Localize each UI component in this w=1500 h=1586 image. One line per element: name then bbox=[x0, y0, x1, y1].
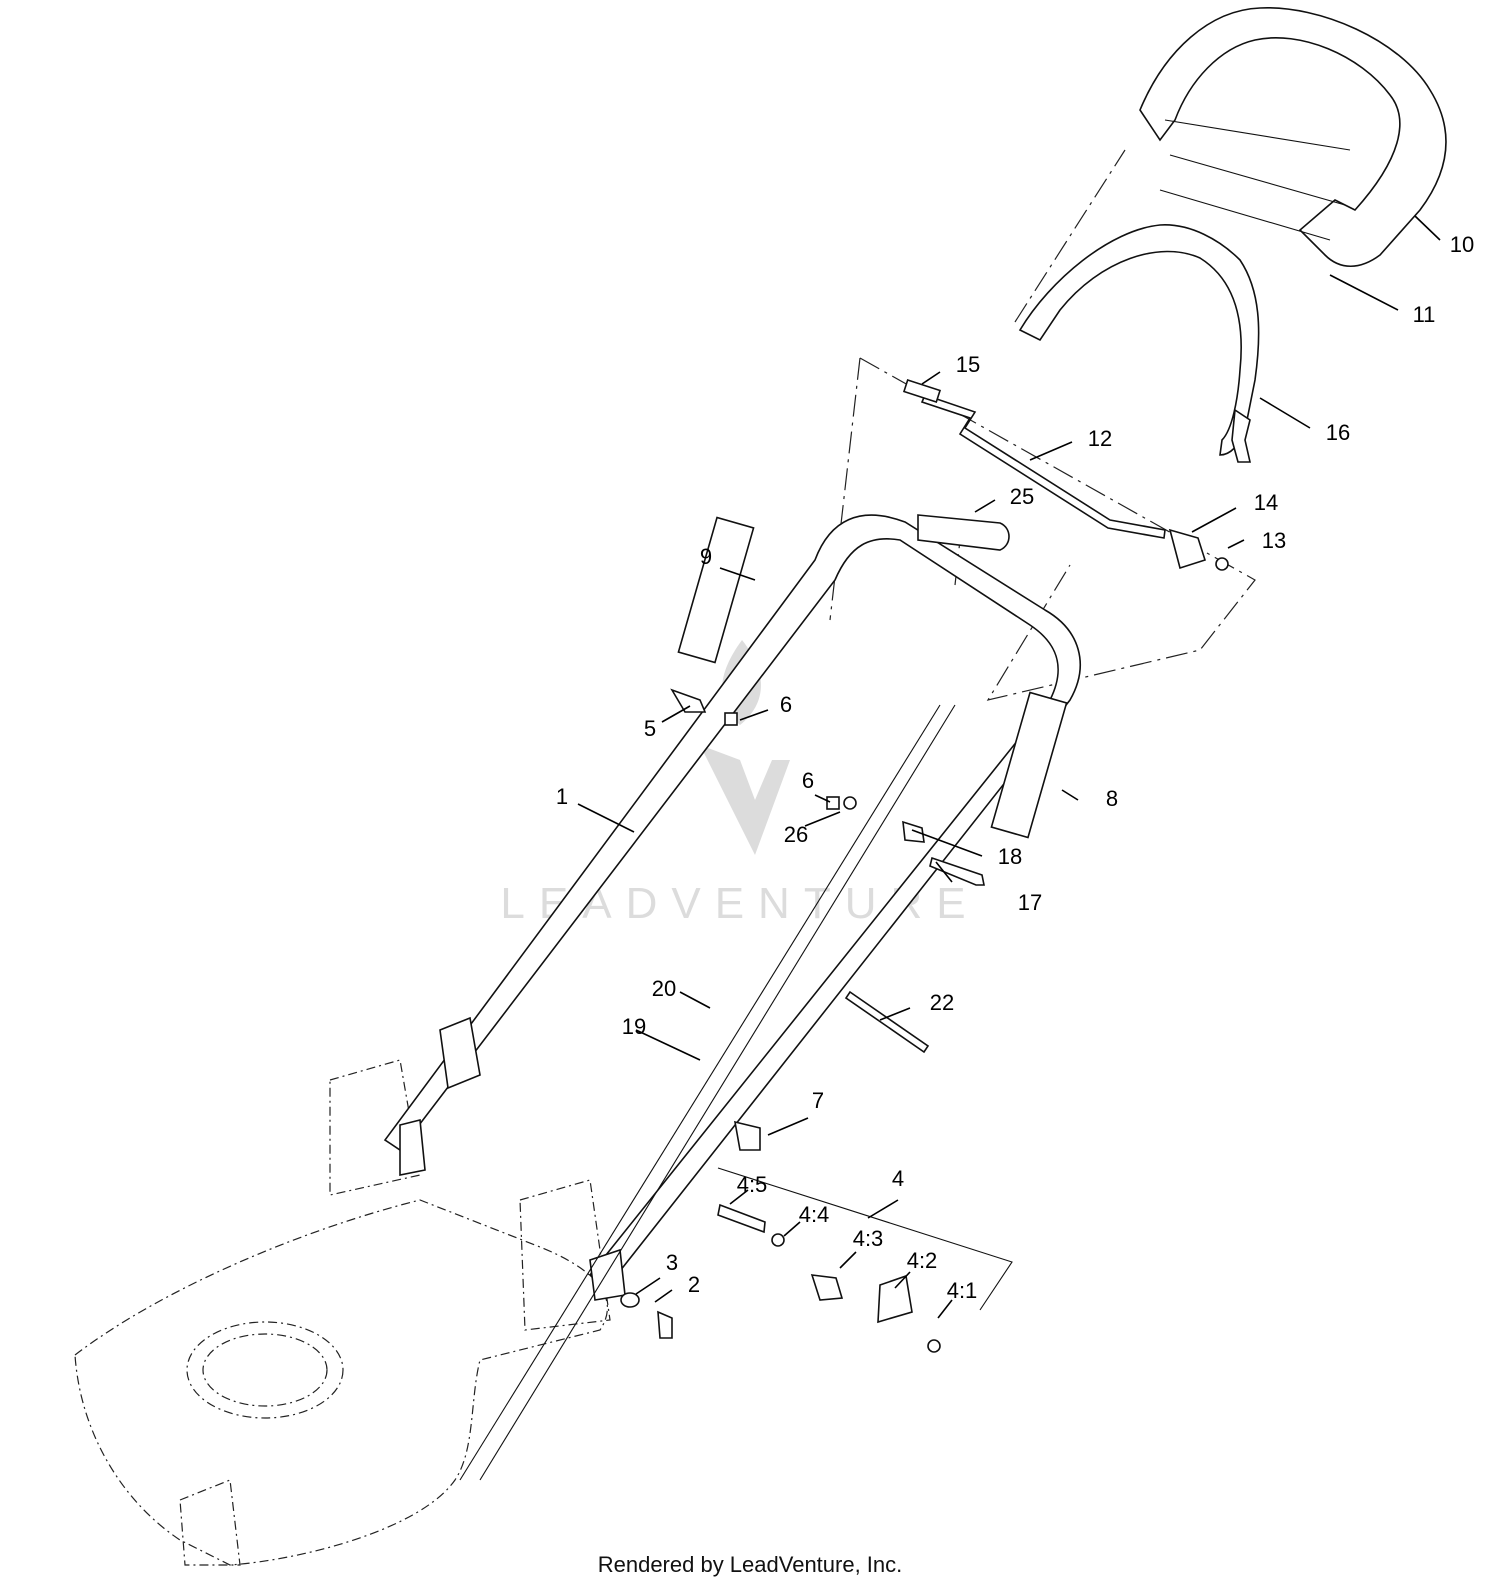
mower-deck bbox=[74, 1059, 611, 1566]
part-15-spring bbox=[902, 379, 942, 403]
part-12-control-rod bbox=[920, 394, 1166, 539]
callout-4-4: 4:4 bbox=[799, 1202, 830, 1227]
part-19-cable bbox=[479, 704, 956, 1481]
part-4-bracket-line bbox=[717, 1167, 1013, 1311]
callout-7: 7 bbox=[812, 1088, 824, 1113]
callout-12: 12 bbox=[1088, 426, 1112, 451]
callout-9: 9 bbox=[700, 544, 712, 569]
part-16-bail-lower bbox=[1231, 408, 1252, 463]
part-10-upper-handle bbox=[1139, 7, 1447, 267]
part-4-5-pin bbox=[717, 1203, 766, 1234]
callout-6-lower: 6 bbox=[802, 768, 814, 793]
leader-lines bbox=[577, 215, 1441, 1319]
callout-17: 17 bbox=[1018, 890, 1042, 915]
callout-4-2: 4:2 bbox=[907, 1248, 938, 1273]
part-17-bolt bbox=[929, 856, 985, 886]
part-11-bail-wire bbox=[1018, 224, 1260, 456]
callout-10: 10 bbox=[1450, 232, 1474, 257]
part-22-cable-tie bbox=[844, 990, 930, 1054]
callout-3: 3 bbox=[666, 1250, 678, 1275]
callout-6-upper: 6 bbox=[780, 692, 792, 717]
callout-5: 5 bbox=[644, 716, 656, 741]
part-4-adjuster-assembly bbox=[717, 1167, 1013, 1353]
callout-4-1: 4:1 bbox=[947, 1278, 978, 1303]
callout-22: 22 bbox=[930, 990, 954, 1015]
part-6-nut-upper bbox=[724, 712, 738, 726]
part-13-washer bbox=[1215, 557, 1229, 571]
render-credit: Rendered by LeadVenture, Inc. bbox=[597, 1552, 903, 1577]
callout-16: 16 bbox=[1326, 420, 1350, 445]
callout-8: 8 bbox=[1106, 786, 1118, 811]
callouts: 1 2 3 4 4:1 4:2 4:3 4:4 4:5 5 6 6 7 8 9 … bbox=[556, 232, 1474, 1303]
callout-4: 4 bbox=[892, 1166, 904, 1191]
part-18-cable-clamp bbox=[902, 820, 925, 843]
part-5-clip bbox=[670, 688, 707, 713]
phantom-lines bbox=[829, 149, 1256, 701]
part-4-3-bushing bbox=[810, 1274, 844, 1301]
callout-13: 13 bbox=[1262, 528, 1286, 553]
part-14-pivot bbox=[1168, 528, 1207, 570]
part-6-nut-lower bbox=[826, 796, 840, 810]
callout-26: 26 bbox=[784, 822, 808, 847]
part-1-main-handle bbox=[383, 514, 1081, 1301]
callout-25: 25 bbox=[1010, 484, 1034, 509]
callout-4-3: 4:3 bbox=[853, 1226, 884, 1251]
part-8-cable-guide bbox=[990, 691, 1068, 839]
part-25-grip-tube bbox=[917, 514, 1010, 551]
callout-20: 20 bbox=[652, 976, 676, 1001]
part-3-washer bbox=[620, 1292, 640, 1308]
callout-14: 14 bbox=[1254, 490, 1278, 515]
part-4-4-spring bbox=[771, 1233, 785, 1247]
callout-18: 18 bbox=[998, 844, 1022, 869]
part-9-cable-guide bbox=[677, 516, 755, 664]
part-7-knob bbox=[733, 1120, 761, 1151]
part-20-cable bbox=[459, 704, 941, 1481]
callout-2: 2 bbox=[688, 1272, 700, 1297]
part-4-2-lever bbox=[877, 1274, 913, 1324]
part-2-bolt bbox=[657, 1310, 673, 1339]
callout-15: 15 bbox=[956, 352, 980, 377]
callout-11: 11 bbox=[1413, 302, 1436, 327]
callout-4-5: 4:5 bbox=[737, 1172, 768, 1197]
part-26-washer bbox=[843, 796, 857, 810]
callout-19: 19 bbox=[622, 1014, 646, 1039]
watermark-v-icon bbox=[700, 745, 790, 855]
part-4-1-screw bbox=[927, 1339, 941, 1353]
callout-1: 1 bbox=[556, 784, 568, 809]
